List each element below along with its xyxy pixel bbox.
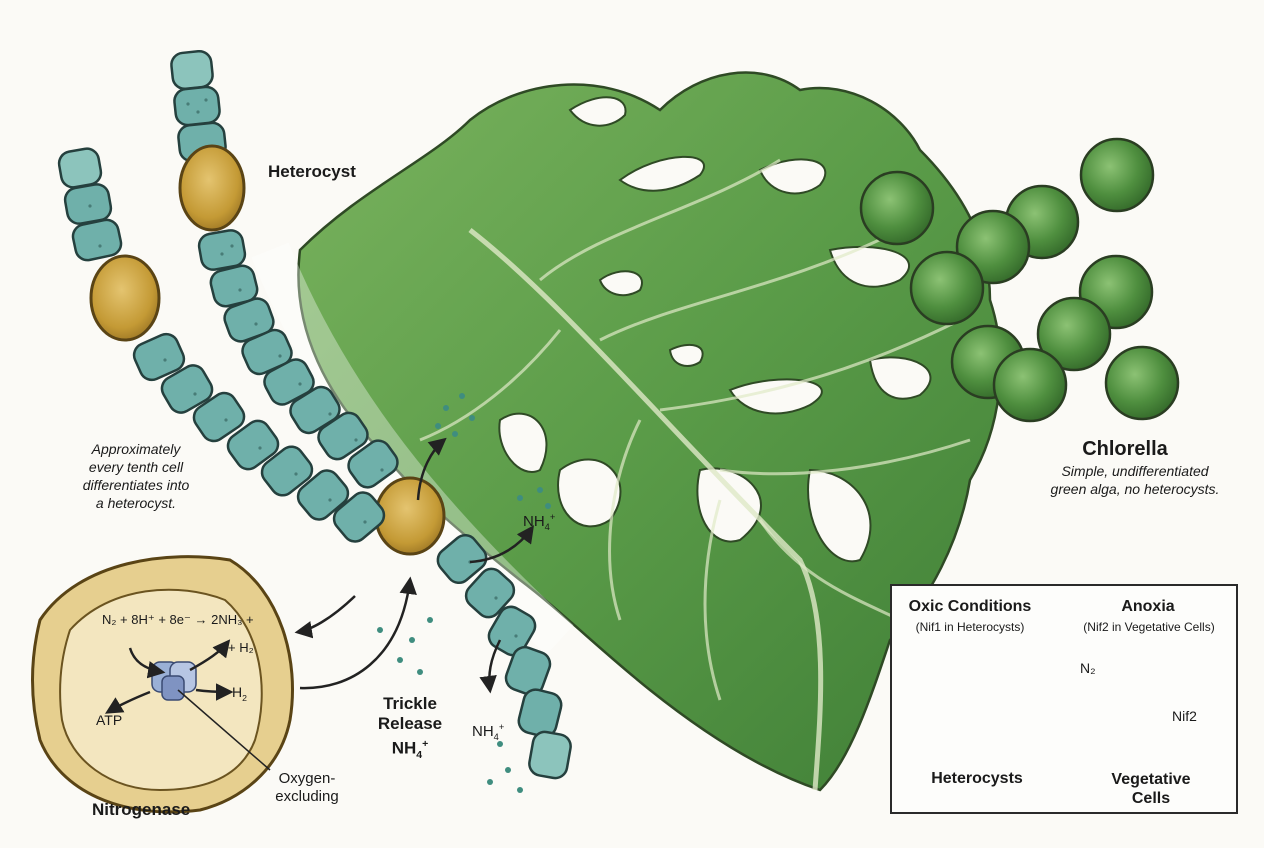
inset-heterocysts-caption: Heterocysts: [931, 770, 1023, 787]
approx-note-line: differentiates into: [82, 477, 190, 493]
inset-nif2-label: Nif2: [1172, 708, 1197, 724]
approx-note-line: a heterocyst.: [95, 495, 177, 511]
heterocyst-cell: [178, 144, 246, 232]
trickle-line: Release: [377, 714, 443, 733]
inset-n2-label: N₂: [1080, 660, 1096, 676]
arrows: [104, 437, 535, 714]
inset-anoxia-title: Anoxia: [1121, 598, 1175, 615]
inset-oxic-title: Oxic Conditions: [908, 598, 1032, 615]
inset-panel: [890, 584, 1238, 814]
vegetative-caption-line: Vegetative: [1111, 771, 1191, 788]
heterocyst-label: Heterocyst: [268, 162, 356, 181]
arrow-upper-release: [416, 437, 447, 501]
pointer-oxygen-excluding: [177, 689, 271, 771]
heterocyst-cell: [89, 254, 161, 342]
chlorella-cell: [1104, 345, 1180, 421]
oxygen-excluding-label: Oxygen- excluding: [252, 770, 362, 806]
heterocyst-cell: [374, 476, 446, 556]
nh4-label-lower: NH4+: [472, 722, 505, 742]
inset-oxic-subtitle: (Nif1 in Heterocysts): [915, 620, 1025, 634]
inset-anoxia-subtitle: (Nif2 in Vegetative Cells): [1083, 620, 1215, 634]
vegetative-caption-line: Cells: [1131, 790, 1171, 807]
approx-note-line: every tenth cell: [88, 459, 184, 475]
oxygen-excluding-line: Oxygen-: [278, 770, 336, 787]
h2-label: H2: [232, 684, 247, 703]
monstera-leaf: [297, 71, 1002, 792]
chlorella-cluster: [859, 137, 1180, 423]
oxygen-excluding-line: excluding: [275, 788, 339, 805]
nh4-label-upper: NH4+: [523, 512, 556, 532]
approx-note: Approximately every tenth cell different…: [56, 440, 216, 512]
chlorella-cell: [1036, 296, 1112, 372]
cyanobacteria-filament-a: [170, 49, 572, 780]
trickle-line: Trickle: [383, 694, 437, 713]
chlorella-title: Chlorella: [1082, 438, 1168, 460]
nitrogenase-cell: [31, 555, 294, 814]
chlorella-cell: [992, 347, 1068, 423]
nitrogenase-label: Nitrogenase: [92, 800, 191, 819]
chlorella-cell: [909, 250, 985, 326]
nitrogenase-equation-line1: N₂ + 8H⁺ + 8e⁻ → 2NH₃ +: [102, 612, 254, 627]
arrow-nh3-out: [189, 639, 231, 672]
cell-speckles: [88, 98, 518, 638]
approx-note-line: Approximately: [91, 441, 181, 457]
arrow-right-release: [469, 525, 535, 564]
arrow-atp: [104, 690, 151, 714]
trickle-line: NH4+: [391, 738, 429, 762]
arrow-n2-in: [128, 647, 166, 679]
arrow-trickle: [299, 576, 417, 690]
chlorella-cell: [1079, 137, 1155, 213]
chlorella-desc-line: Simple, undifferentiated: [1061, 463, 1209, 479]
arrow-to-nitrogenase: [294, 595, 356, 639]
nitrogenase-equation-line2: + H₂: [228, 640, 254, 655]
leaf-blade: [297, 71, 1002, 792]
arrow-lower-release: [479, 639, 502, 694]
inset-vegetative-caption: Vegetative Cells: [1086, 770, 1216, 808]
trickle-release-label: Trickle Release NH4+: [362, 694, 458, 765]
ammonium-dots: [377, 393, 551, 793]
atp-label: ATP: [96, 712, 123, 728]
chlorella-cell: [859, 170, 935, 246]
chlorella-description: Simple, undifferentiated green alga, no …: [1030, 462, 1240, 498]
arrow-h2: [195, 683, 234, 701]
chlorella-desc-line: green alga, no heterocysts.: [1050, 481, 1220, 497]
cyanobacteria-filament-b: [57, 147, 386, 543]
